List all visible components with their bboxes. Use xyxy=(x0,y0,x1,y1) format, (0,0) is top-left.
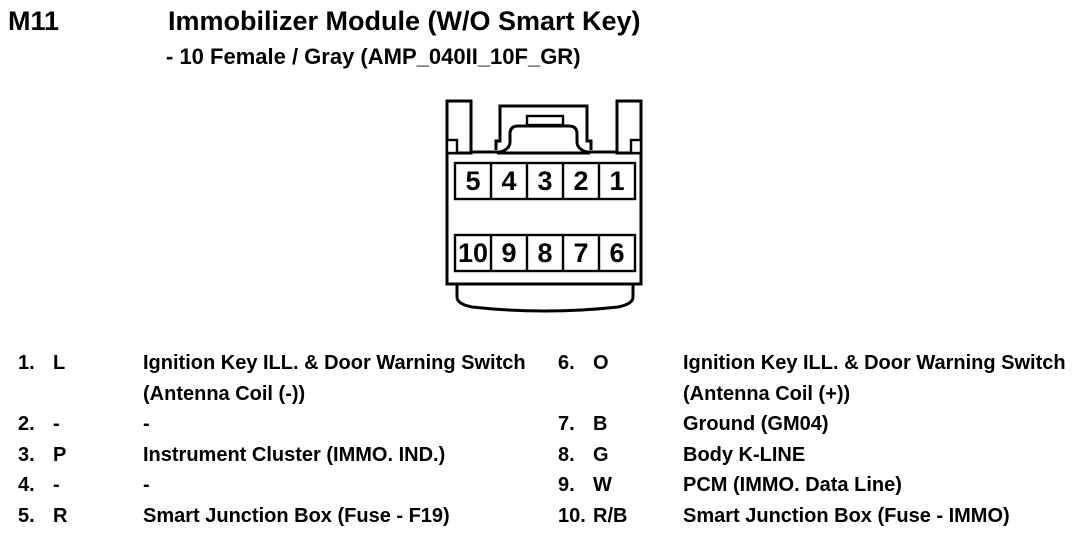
pin-number: 6. xyxy=(558,352,575,374)
pin-number: 10. xyxy=(558,504,586,527)
pin-number: 2. xyxy=(18,413,35,435)
pin-wire-color: W xyxy=(593,474,612,496)
pin-wire-color: G xyxy=(593,443,609,466)
connector-latch-tower xyxy=(496,124,591,155)
pin-description: - xyxy=(143,474,150,496)
pin-row: 4. - - xyxy=(18,470,550,501)
pin-cavity-number: 4 xyxy=(501,166,516,196)
pin-cavity-number: 5 xyxy=(465,166,480,196)
connector-id: M11 xyxy=(8,6,60,36)
pin-description: Smart Junction Box (Fuse - IMMO) xyxy=(683,504,1010,527)
connector-base xyxy=(455,282,635,313)
pin-row: 5. R Smart Junction Box (Fuse - F19) xyxy=(18,501,550,532)
pin-row: 9. W PCM (IMMO. Data Line) xyxy=(558,470,1084,501)
pin-wire-color: R/B xyxy=(593,504,628,527)
pin-wire-color: L xyxy=(53,352,66,374)
pin-description: PCM (IMMO. Data Line) xyxy=(683,474,902,496)
pin-description: Smart Junction Box (Fuse - F19) xyxy=(143,504,450,527)
connector-tab-right-notch xyxy=(629,138,643,155)
pin-cavity-number: 10 xyxy=(458,238,488,268)
pin-wire-color: O xyxy=(593,352,609,374)
pin-wire-color: R xyxy=(53,504,68,527)
pin-description: Ground (GM04) xyxy=(683,413,829,435)
pin-cavity-number: 3 xyxy=(537,166,552,196)
page-title: Immobilizer Module (W/O Smart Key) xyxy=(168,6,641,36)
pin-description: Body K-LINE xyxy=(683,443,806,466)
pin-wire-color: - xyxy=(53,413,60,435)
pin-description: Ignition Key ILL. & Door Warning Switch … xyxy=(143,352,526,405)
pin-number: 8. xyxy=(558,443,575,466)
connector-subtitle: - 10 Female / Gray (AMP_040II_10F_GR) xyxy=(166,44,581,69)
pin-cavity-number: 7 xyxy=(573,238,588,268)
pin-wire-color: B xyxy=(593,413,608,435)
pin-cavity-row-bottom xyxy=(453,233,637,273)
pin-row: 3. P Instrument Cluster (IMMO. IND.) xyxy=(18,440,550,471)
pin-number: 1. xyxy=(18,352,35,374)
connector-latch-plate xyxy=(494,104,593,150)
connector-latch-slot xyxy=(525,114,565,127)
pin-cavity-number: 1 xyxy=(609,166,624,196)
pin-cavity-number: 9 xyxy=(501,238,516,268)
pin-description: Instrument Cluster (IMMO. IND.) xyxy=(143,443,446,466)
connector-diagram: 5 4 3 2 1 10 9 8 7 6 xyxy=(445,99,643,313)
pin-row: 2. - - xyxy=(18,409,550,440)
connector-tab-left-notch xyxy=(445,138,459,155)
pin-wire-color: P xyxy=(53,443,67,466)
pin-row: 8. G Body K-LINE xyxy=(558,440,1084,471)
pin-number: 3. xyxy=(18,443,35,466)
pin-wire-color: - xyxy=(53,474,60,496)
pin-number: 4. xyxy=(18,474,35,496)
pin-list-right: 6. O Ignition Key ILL. & Door Warning Sw… xyxy=(558,348,1084,531)
pin-cavity-number: 2 xyxy=(573,166,588,196)
pin-row: 6. O Ignition Key ILL. & Door Warning Sw… xyxy=(558,348,1084,409)
pin-number: 7. xyxy=(558,413,575,435)
pin-description: Ignition Key ILL. & Door Warning Switch … xyxy=(683,352,1066,405)
pin-description: - xyxy=(143,413,150,435)
pin-row: 7. B Ground (GM04) xyxy=(558,409,1084,440)
pin-cavity-number: 8 xyxy=(537,238,552,268)
pin-number: 5. xyxy=(18,504,35,527)
pin-cavity-number: 6 xyxy=(609,238,624,268)
pin-row: 10. R/B Smart Junction Box (Fuse - IMMO) xyxy=(558,501,1084,532)
pin-row: 1. L Ignition Key ILL. & Door Warning Sw… xyxy=(18,348,550,409)
pin-number: 9. xyxy=(558,474,575,496)
pin-list-left: 1. L Ignition Key ILL. & Door Warning Sw… xyxy=(18,348,550,531)
pin-cavity-row-top xyxy=(453,161,637,201)
